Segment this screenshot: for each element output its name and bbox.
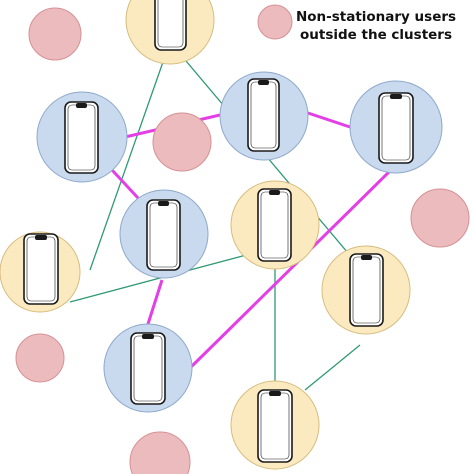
- legend-line-1: Non-stationary users: [296, 9, 456, 25]
- smartphone-icon: [130, 332, 166, 405]
- non-stationary-user: [129, 431, 191, 474]
- green-link: [89, 41, 171, 271]
- smartphone-icon: [146, 199, 181, 271]
- smartphone-icon: [349, 253, 384, 327]
- non-stationary-user: [15, 333, 65, 383]
- smartphone-icon: [154, 0, 187, 51]
- smartphone-icon: [257, 389, 293, 463]
- non-stationary-user: [257, 4, 293, 40]
- green-link: [169, 41, 376, 286]
- pink-nodes: [15, 4, 470, 474]
- green-link: [304, 344, 361, 391]
- legend: Non-stationary users outside the cluster…: [296, 9, 456, 43]
- smartphone-icon: [378, 92, 414, 164]
- magenta-link: [188, 166, 395, 370]
- smartphone-icon: [257, 188, 292, 262]
- magenta-link: [304, 110, 351, 129]
- smartphone-icon: [23, 233, 59, 305]
- phones: [23, 0, 414, 463]
- non-stationary-user: [410, 188, 470, 248]
- smartphone-icon: [64, 101, 99, 174]
- smartphone-icon: [247, 78, 280, 152]
- magenta-link: [146, 279, 164, 325]
- blue-nodes: [36, 71, 443, 413]
- non-stationary-user: [152, 112, 212, 172]
- magenta-link: [110, 168, 140, 200]
- legend-line-2: outside the clusters: [300, 27, 452, 43]
- non-stationary-user: [28, 7, 82, 61]
